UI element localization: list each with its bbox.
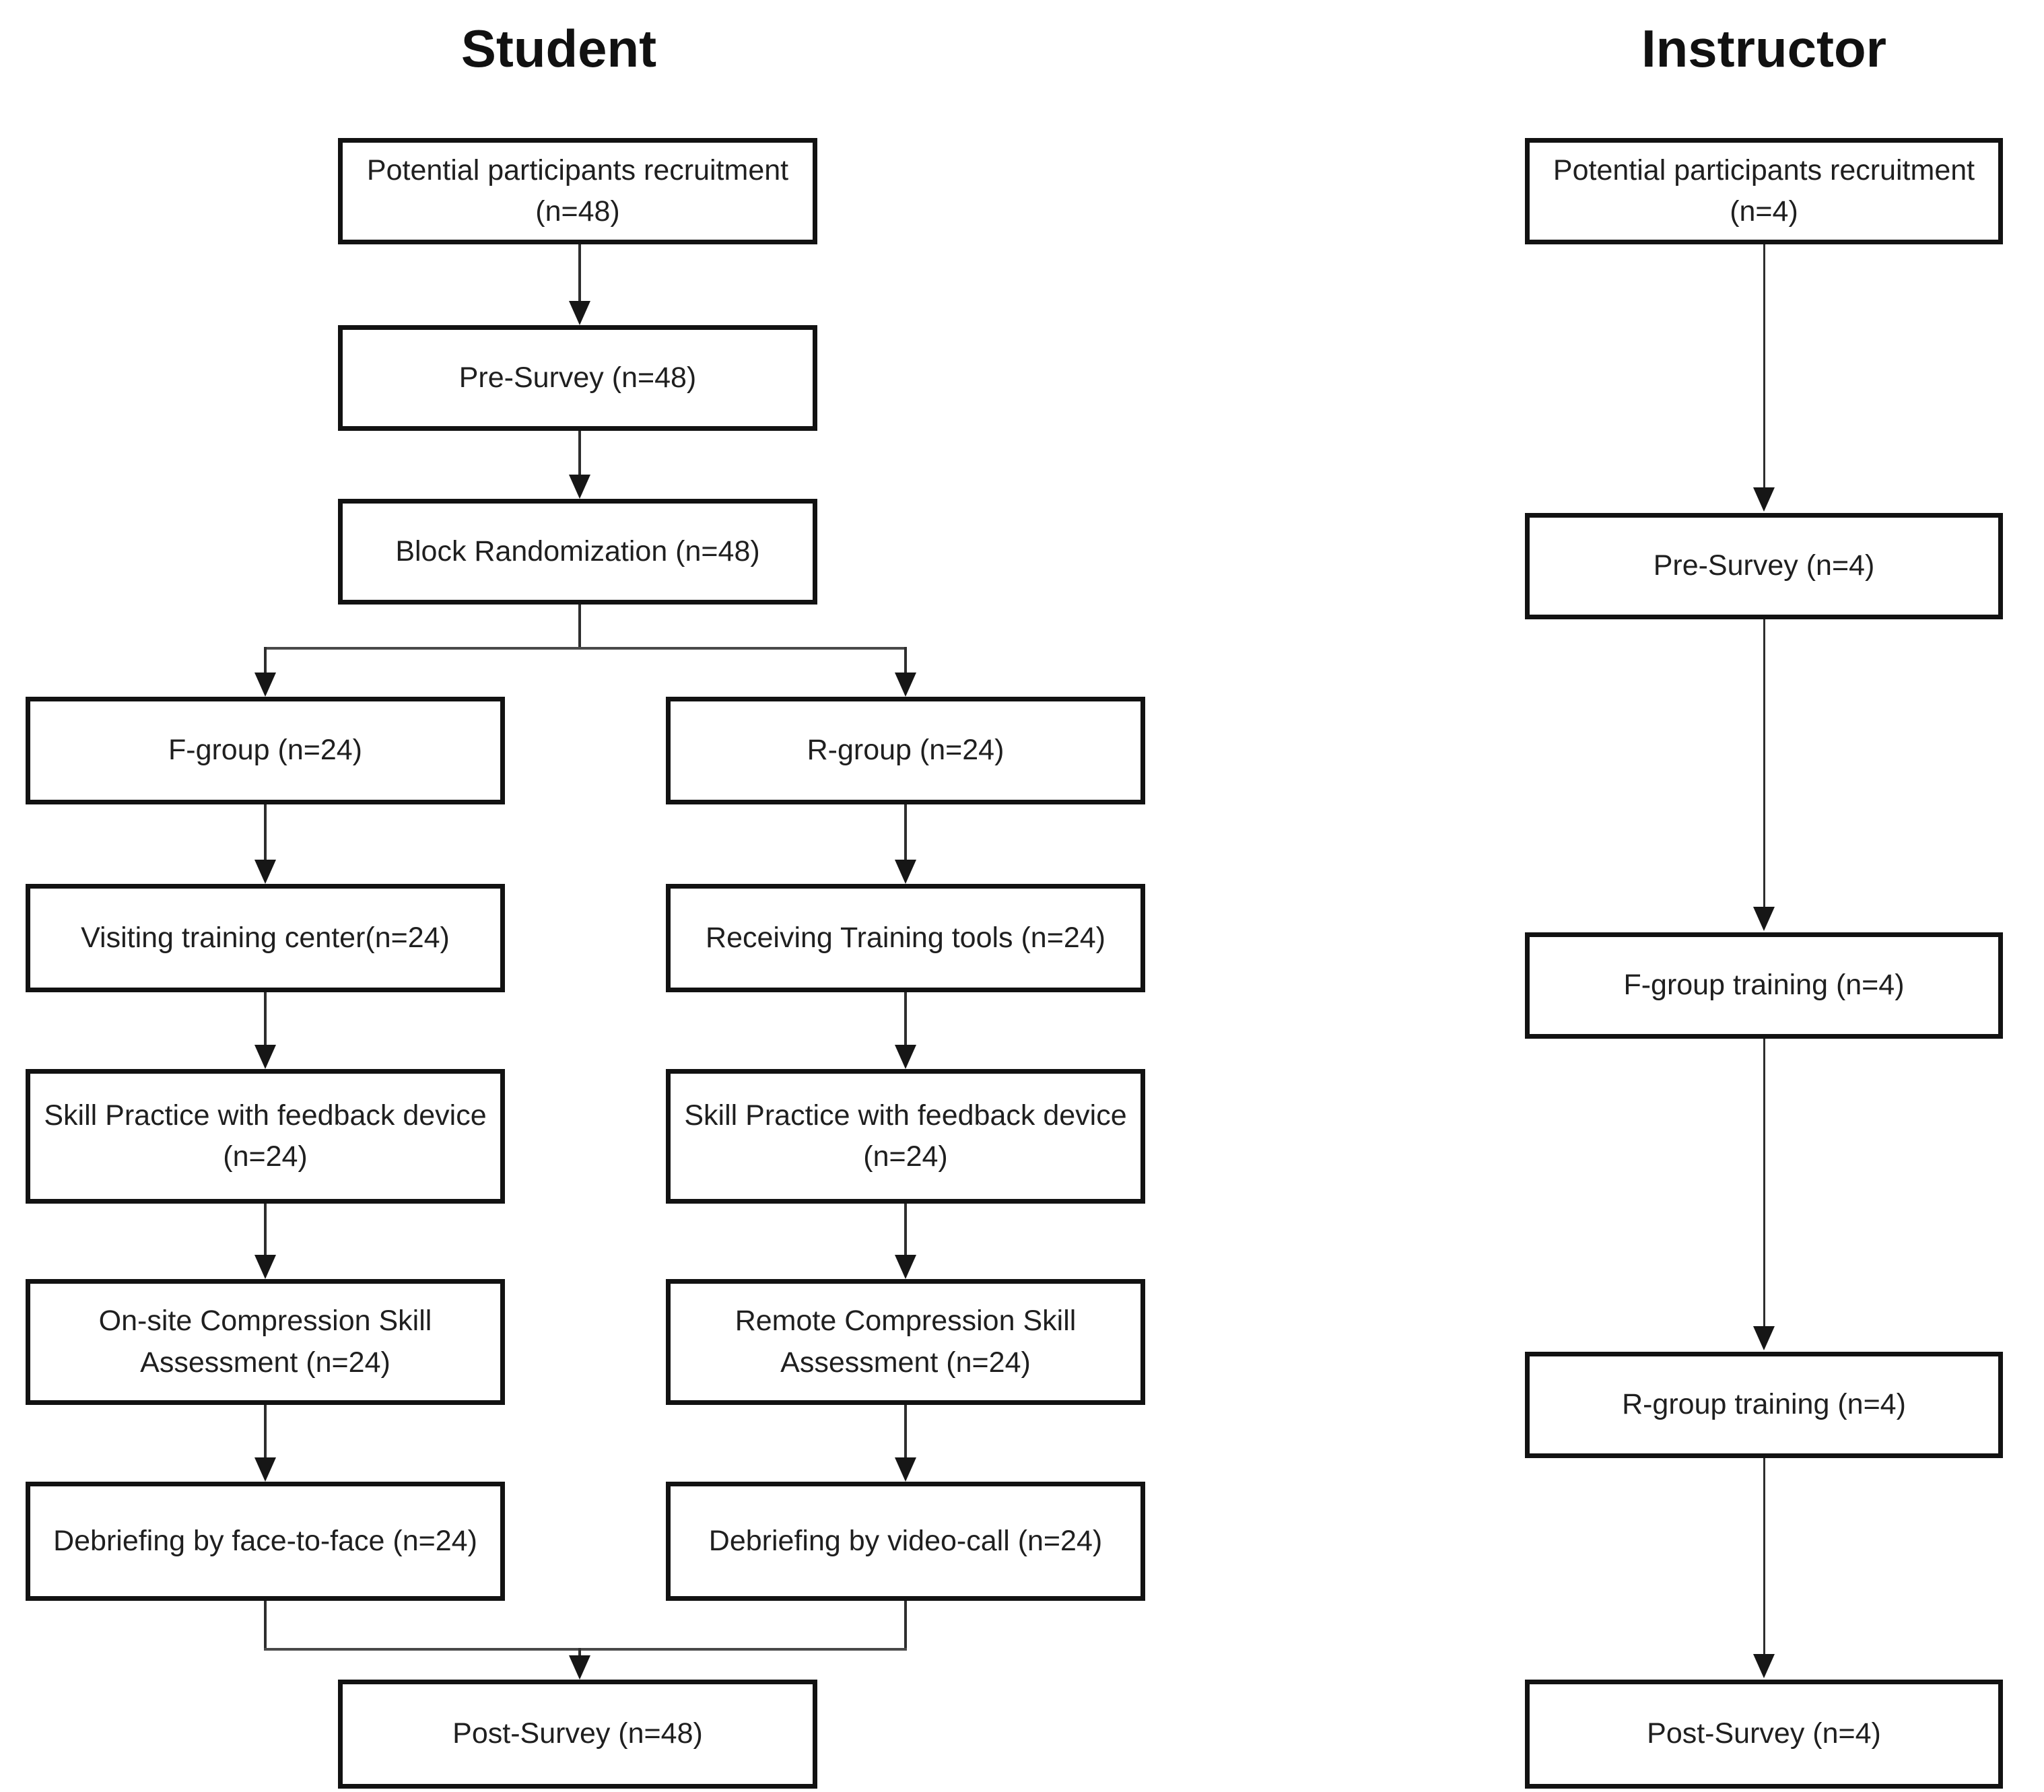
arrowhead-icon xyxy=(895,673,916,697)
connector-skillpractice-assessment-r xyxy=(904,1204,907,1256)
arrowhead-icon xyxy=(569,301,590,325)
connector-merge-right xyxy=(904,1601,907,1651)
node-student-assessment-onsite: On-site Compression Skill Assessment (n=… xyxy=(26,1279,505,1405)
connector-visiting-skillpractice xyxy=(264,992,267,1046)
node-student-r-group: R-group (n=24) xyxy=(666,697,1145,804)
connector-split-left xyxy=(264,647,267,674)
arrowhead-icon xyxy=(254,860,276,884)
arrowhead-icon xyxy=(569,475,590,499)
arrowhead-icon xyxy=(895,1045,916,1069)
connector-merge-stem xyxy=(578,1648,581,1657)
connector-split-stem xyxy=(578,605,581,649)
arrowhead-icon xyxy=(1753,487,1775,512)
connector-instructor-rtraining-postsurvey xyxy=(1763,1458,1765,1655)
connector-merge-left xyxy=(264,1601,267,1651)
connector-fgroup-visiting xyxy=(264,804,267,861)
node-student-skill-practice-r: Skill Practice with feedback device (n=2… xyxy=(666,1069,1145,1204)
node-instructor-r-group-training: R-group training (n=4) xyxy=(1525,1352,2003,1458)
node-student-skill-practice-f: Skill Practice with feedback device (n=2… xyxy=(26,1069,505,1204)
node-instructor-pre-survey: Pre-Survey (n=4) xyxy=(1525,513,2003,619)
connector-student-presurvey-randomization xyxy=(578,431,581,477)
arrowhead-icon xyxy=(895,860,916,884)
arrowhead-icon xyxy=(1753,1654,1775,1678)
connector-assessment-debriefing-f xyxy=(264,1405,267,1459)
node-student-debriefing-face-to-face: Debriefing by face-to-face (n=24) xyxy=(26,1482,505,1601)
column-title-student: Student xyxy=(461,19,657,78)
connector-split-right xyxy=(904,647,907,674)
node-instructor-recruitment: Potential participants recruitment (n=4) xyxy=(1525,138,2003,244)
arrowhead-icon xyxy=(254,1457,276,1482)
connector-merge-horizontal xyxy=(264,1648,907,1651)
node-instructor-f-group-training: F-group training (n=4) xyxy=(1525,932,2003,1039)
connector-instructor-recruitment-presurvey xyxy=(1763,244,1765,489)
arrowhead-icon xyxy=(569,1655,590,1680)
arrowhead-icon xyxy=(254,1255,276,1279)
node-student-assessment-remote: Remote Compression Skill Assessment (n=2… xyxy=(666,1279,1145,1405)
connector-assessment-debriefing-r xyxy=(904,1405,907,1459)
connector-receiving-skillpractice xyxy=(904,992,907,1046)
node-student-pre-survey: Pre-Survey (n=48) xyxy=(338,325,817,431)
arrowhead-icon xyxy=(1753,907,1775,931)
node-student-recruitment: Potential participants recruitment (n=48… xyxy=(338,138,817,244)
connector-skillpractice-assessment-f xyxy=(264,1204,267,1256)
arrowhead-icon xyxy=(254,1045,276,1069)
arrowhead-icon xyxy=(1753,1326,1775,1350)
connector-instructor-presurvey-ftraining xyxy=(1763,619,1765,908)
connector-rgroup-receiving xyxy=(904,804,907,861)
connector-split-horizontal xyxy=(264,647,907,650)
node-student-debriefing-video-call: Debriefing by video-call (n=24) xyxy=(666,1482,1145,1601)
node-student-visiting-training-center: Visiting training center(n=24) xyxy=(26,884,505,992)
node-student-post-survey: Post-Survey (n=48) xyxy=(338,1680,817,1789)
arrowhead-icon xyxy=(895,1457,916,1482)
node-student-randomization: Block Randomization (n=48) xyxy=(338,499,817,605)
node-student-receiving-training-tools: Receiving Training tools (n=24) xyxy=(666,884,1145,992)
arrowhead-icon xyxy=(254,673,276,697)
column-title-instructor: Instructor xyxy=(1641,19,1887,78)
connector-student-recruitment-presurvey xyxy=(578,244,581,302)
node-student-f-group: F-group (n=24) xyxy=(26,697,505,804)
connector-instructor-ftraining-rtraining xyxy=(1763,1039,1765,1328)
arrowhead-icon xyxy=(895,1255,916,1279)
node-instructor-post-survey: Post-Survey (n=4) xyxy=(1525,1680,2003,1789)
